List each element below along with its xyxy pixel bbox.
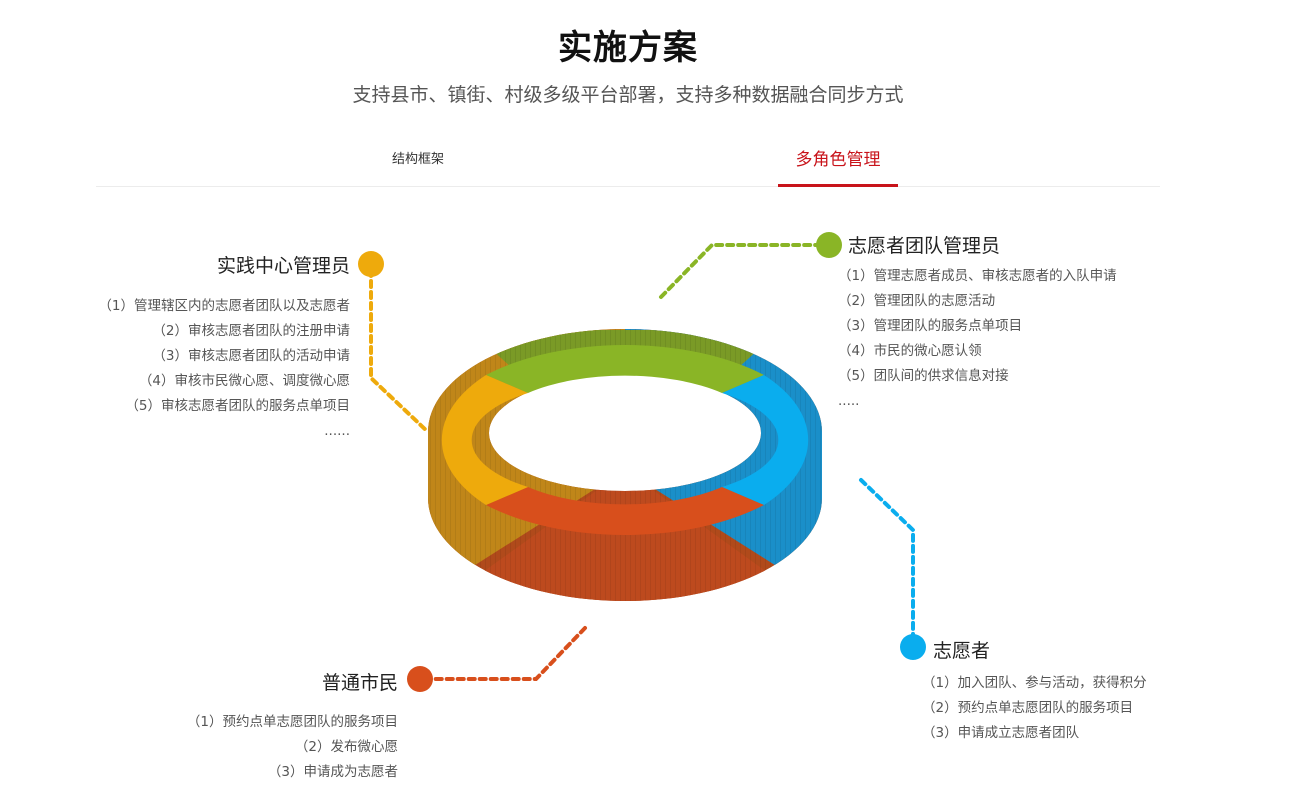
role-list-volunteer: （1）加入团队、参与活动，获得积分 （2）预约点单志愿团队的服务项目 （3）申请… (922, 671, 1252, 746)
dot-volunteer (900, 634, 926, 660)
list-item: （1）预约点单志愿团队的服务项目 (186, 714, 398, 730)
dot-citizen (407, 666, 433, 692)
segment-practice-center (441, 375, 528, 505)
list-item: （5）团队间的供求信息对接 (838, 368, 1009, 384)
page-title: 实施方案 (558, 28, 698, 68)
connector-citizen (418, 626, 587, 681)
list-item: ...... (324, 423, 350, 439)
list-item: （2）发布微心愿 (294, 739, 398, 755)
list-item: （1）加入团队、参与活动，获得积分 (922, 675, 1147, 691)
list-item: （2）管理团队的志愿活动 (838, 293, 996, 309)
list-item: （1）管理辖区内的志愿者团队以及志愿者 (98, 298, 350, 314)
connector-team-admin (659, 243, 828, 299)
list-item: （3）申请成为志愿者 (267, 764, 398, 780)
list-item: （3）申请成立志愿者团队 (922, 725, 1080, 741)
tab-structure-framework[interactable]: 结构框架 (391, 152, 444, 167)
segment-team-admin (486, 344, 764, 393)
list-item: （3）管理团队的服务点单项目 (838, 318, 1023, 334)
list-item: （4）市民的微心愿认领 (838, 343, 982, 359)
segment-volunteer (722, 375, 809, 505)
dot-team-admin (816, 232, 842, 258)
tab-bar: 结构框架 多角色管理 (96, 138, 1160, 187)
active-tab-underline (778, 184, 898, 187)
list-item: （2）预约点单志愿团队的服务项目 (922, 700, 1134, 716)
ring-3d (428, 329, 822, 601)
role-title-volunteer: 志愿者 (933, 640, 991, 662)
segment-citizen (486, 487, 764, 536)
dot-practice-center (358, 251, 384, 277)
list-item: （5）审核志愿者团队的服务点单项目 (125, 398, 350, 414)
role-list-citizen: （1）预约点单志愿团队的服务项目 （2）发布微心愿 （3）申请成为志愿者 (120, 710, 398, 785)
connector-volunteer (859, 478, 915, 642)
role-title-team-admin: 志愿者团队管理员 (848, 235, 1001, 257)
role-list-practice-center: （1）管理辖区内的志愿者团队以及志愿者 （2）审核志愿者团队的注册申请 （3）审… (40, 294, 350, 444)
connector-practice-center (369, 268, 430, 434)
list-item: ..... (838, 393, 860, 409)
tab-multi-role-management[interactable]: 多角色管理 (795, 150, 881, 170)
role-list-team-admin: （1）管理志愿者成员、审核志愿者的入队申请 （2）管理团队的志愿活动 （3）管理… (838, 264, 1168, 414)
role-title-citizen: 普通市民 (321, 672, 398, 694)
role-title-practice-center: 实践中心管理员 (216, 255, 350, 277)
list-item: （3）审核志愿者团队的活动申请 (152, 348, 350, 364)
list-item: （4）审核市民微心愿、调度微心愿 (138, 373, 350, 389)
list-item: （1）管理志愿者成员、审核志愿者的入队申请 (838, 268, 1117, 284)
list-item: （2）审核志愿者团队的注册申请 (152, 323, 350, 339)
page-subtitle: 支持县市、镇街、村级多级平台部署，支持多种数据融合同步方式 (352, 84, 904, 106)
